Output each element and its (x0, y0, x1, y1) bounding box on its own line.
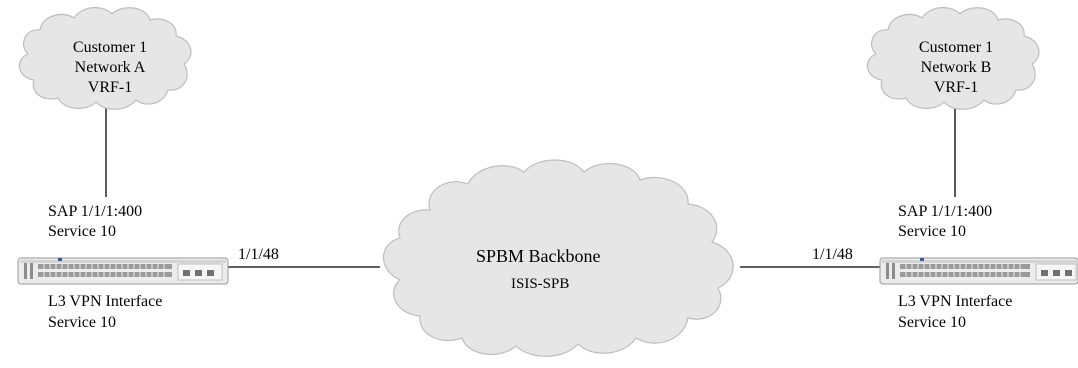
right-l3-label: L3 VPN Interface (898, 293, 1013, 310)
cloud-b-line1: Customer 1 (918, 39, 994, 56)
backbone-title: SPBM Backbone (476, 246, 601, 266)
left-sap-label: SAP 1/1/1:400 (48, 203, 143, 220)
cloud-a-line2: Network A (74, 59, 146, 76)
left-switch-device (17, 257, 229, 285)
cloud-a-line3: VRF-1 (87, 79, 133, 96)
cloud-a-label: Customer 1 Network A VRF-1 (50, 38, 170, 98)
cloud-a-line1: Customer 1 (72, 39, 148, 56)
right-port-label: 1/1/48 (812, 246, 853, 263)
right-l3-service: Service 10 (898, 314, 966, 331)
left-port-label: 1/1/48 (238, 246, 279, 263)
cloud-b-line2: Network B (920, 59, 992, 76)
left-l3-service: Service 10 (48, 314, 116, 331)
cloud-spbm-backbone (383, 159, 734, 357)
cloud-b-label: Customer 1 Network B VRF-1 (896, 38, 1016, 98)
cloud-network-b (866, 7, 1040, 110)
left-sap-service: Service 10 (48, 223, 116, 240)
cloud-b-line3: VRF-1 (933, 79, 979, 96)
right-sap-service: Service 10 (898, 223, 966, 240)
left-l3-label: L3 VPN Interface (48, 293, 163, 310)
backbone-subtitle: ISIS-SPB (511, 276, 570, 292)
right-sap-label: SAP 1/1/1:400 (898, 203, 993, 220)
cloud-network-a (18, 7, 192, 110)
right-switch-device (879, 257, 1078, 285)
